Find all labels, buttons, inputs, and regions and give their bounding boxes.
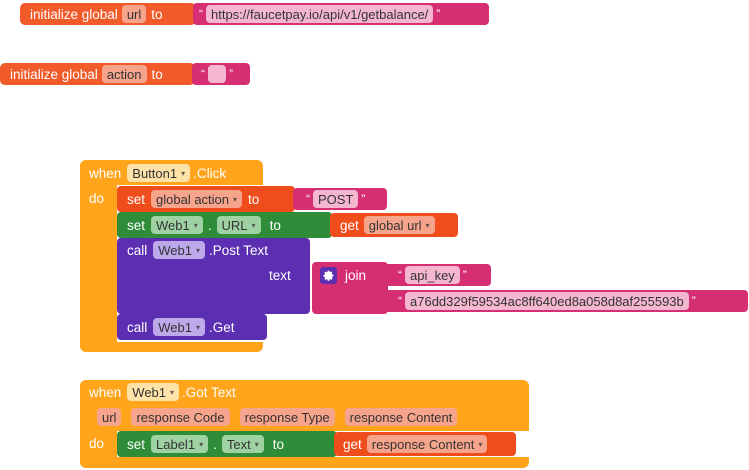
to-label: to (151, 6, 163, 22)
join-keyword: join (345, 267, 367, 283)
chevron-down-icon: ▾ (478, 439, 483, 449)
property-dropdown-url[interactable]: URL▾ (216, 216, 261, 234)
set-keyword: set (127, 436, 146, 452)
open-quote: “ (201, 67, 205, 81)
dot-separator: . (207, 217, 212, 233)
method-name: .Post Text (209, 242, 269, 258)
call-keyword: call (127, 242, 148, 258)
variable-dropdown-global-url[interactable]: global url▾ (363, 216, 435, 234)
component-dropdown-web1[interactable]: Web1▾ (153, 241, 206, 259)
chevron-down-icon: ▾ (251, 220, 256, 230)
text-param-label: text (269, 267, 291, 283)
close-quote: ” (361, 192, 366, 206)
do-keyword: do (89, 190, 105, 206)
close-quote: ” (462, 268, 467, 282)
chevron-down-icon: ▾ (254, 439, 259, 449)
when-keyword: when (89, 165, 122, 181)
get-keyword: get (340, 217, 359, 233)
chevron-down-icon: ▾ (193, 220, 198, 230)
component-dropdown-web1[interactable]: Web1▾ (127, 383, 180, 401)
call-web1-post-text-block[interactable] (117, 238, 310, 314)
chevron-down-icon: ▾ (170, 387, 175, 397)
gear-icon[interactable] (320, 266, 337, 284)
param-response-content[interactable]: response Content (344, 408, 458, 426)
init-global-keyword: initialize global (10, 66, 98, 82)
api-key-string-value[interactable]: api_key (405, 266, 460, 284)
chevron-down-icon: ▾ (196, 322, 201, 332)
chevron-down-icon: ▾ (425, 220, 430, 230)
to-label: to (272, 436, 284, 452)
param-url[interactable]: url (97, 408, 122, 426)
to-label: to (248, 191, 260, 207)
open-quote: “ (306, 192, 310, 206)
variable-dropdown-response-content[interactable]: response Content▾ (366, 435, 488, 453)
when-keyword: when (89, 384, 122, 400)
property-dropdown-text[interactable]: Text▾ (221, 435, 264, 453)
do-keyword: do (89, 435, 105, 451)
init-global-keyword: initialize global (30, 6, 118, 22)
api-value-string[interactable]: a76dd329f59534ac8ff640ed8a058d8af255593b (405, 292, 689, 310)
var-name-action[interactable]: action (101, 65, 147, 83)
component-dropdown-button1[interactable]: Button1▾ (127, 164, 191, 182)
chevron-down-icon: ▾ (233, 194, 238, 204)
to-label: to (151, 66, 163, 82)
component-dropdown-label1[interactable]: Label1▾ (151, 435, 209, 453)
dot-separator: . (213, 436, 217, 452)
event-name: .Got Text (182, 384, 236, 400)
open-quote: “ (398, 294, 402, 308)
init-global-url-block[interactable] (20, 3, 196, 25)
chevron-down-icon: ▾ (199, 439, 204, 449)
to-label: to (269, 217, 281, 233)
component-dropdown-web1[interactable]: Web1▾ (151, 216, 203, 234)
get-keyword: get (343, 436, 362, 452)
param-response-code[interactable]: response Code (131, 408, 230, 426)
variable-dropdown-global-action[interactable]: global action▾ (151, 190, 243, 208)
close-quote: ” (229, 67, 233, 81)
method-name: .Get (209, 319, 235, 335)
empty-string-value[interactable] (208, 65, 226, 83)
param-response-type[interactable]: response Type (239, 408, 335, 426)
event-name: .Click (193, 165, 227, 181)
open-quote: “ (199, 7, 203, 21)
close-quote: ” (691, 294, 696, 308)
url-string-value[interactable]: https://faucetpay.io/api/v1/getbalance/ (206, 5, 434, 23)
chevron-down-icon: ▾ (181, 168, 186, 178)
open-quote: “ (398, 268, 402, 282)
post-string-value[interactable]: POST (313, 190, 359, 208)
var-name-url[interactable]: url (121, 5, 147, 23)
close-quote: ” (436, 7, 441, 21)
chevron-down-icon: ▾ (196, 245, 201, 255)
set-keyword: set (127, 217, 146, 233)
set-keyword: set (127, 191, 146, 207)
call-keyword: call (127, 319, 148, 335)
component-dropdown-web1[interactable]: Web1▾ (153, 318, 206, 336)
